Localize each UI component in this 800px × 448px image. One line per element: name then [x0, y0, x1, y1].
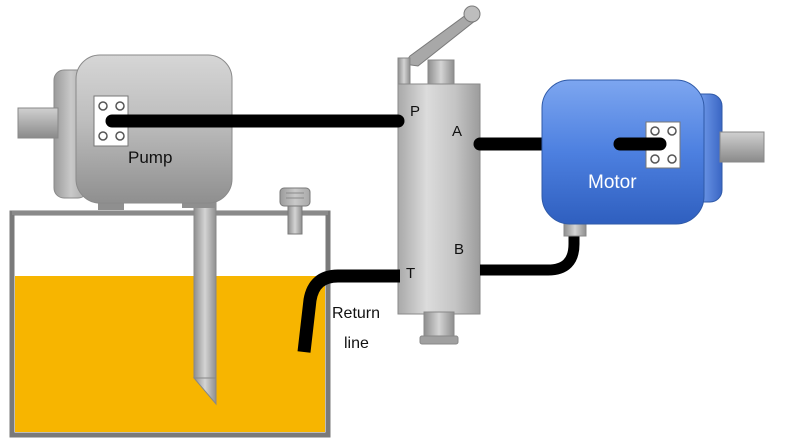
pump-label: Pump — [128, 148, 172, 167]
suction-pipe — [192, 199, 217, 406]
port-a-label: A — [452, 123, 462, 140]
motor-label: Motor — [588, 172, 637, 193]
pump-shaft — [17, 107, 59, 139]
valve-lever-icon — [397, 5, 481, 85]
port-p-label: P — [410, 103, 420, 120]
motor: Motor — [541, 79, 765, 237]
pump: Pump — [17, 54, 233, 406]
return-hose — [297, 269, 400, 353]
motor-line-b — [480, 232, 580, 276]
directional-valve: P A B T — [397, 5, 481, 345]
port-b-label: B — [454, 241, 464, 258]
oil-level — [15, 276, 325, 432]
oil-tank — [9, 210, 331, 438]
return-line-label-line1: Return — [332, 305, 380, 322]
port-t-label: T — [406, 265, 415, 282]
return-line-label-line2: line — [344, 335, 369, 352]
motor-shaft — [719, 131, 765, 163]
tank-breather-cap-icon — [279, 187, 311, 235]
